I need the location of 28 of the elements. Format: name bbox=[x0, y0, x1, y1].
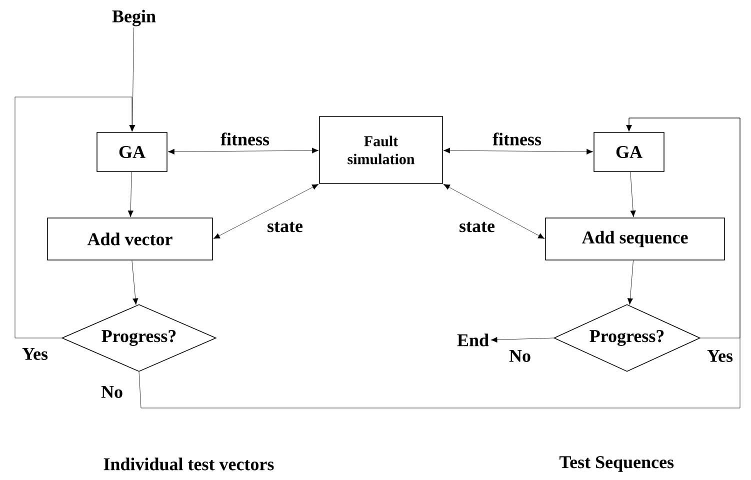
arrow bbox=[213, 184, 319, 239]
arrow bbox=[132, 260, 138, 305]
arrow bbox=[490, 336, 554, 343]
flow-terminal-text: Begin bbox=[112, 10, 156, 26]
edge-label: Yes bbox=[22, 348, 48, 360]
flow-terminal-text: End bbox=[457, 334, 489, 346]
process-box: Add sequence bbox=[545, 218, 725, 260]
caption-text: Individual test vectors bbox=[104, 458, 274, 470]
process-box: Fault simulation bbox=[319, 116, 443, 184]
edge-label: fitness bbox=[492, 132, 542, 146]
caption-text: Test Sequences bbox=[560, 456, 674, 472]
edge-label: No bbox=[509, 350, 530, 362]
edge-label: fitness bbox=[220, 132, 270, 146]
arrow bbox=[626, 118, 740, 338]
arrow bbox=[630, 172, 636, 218]
arrow bbox=[14, 96, 135, 338]
arrow bbox=[443, 184, 545, 239]
process-box: Add vector bbox=[47, 218, 213, 260]
edge-label: Yes bbox=[707, 350, 733, 362]
arrow bbox=[128, 172, 134, 218]
process-box: GA bbox=[594, 132, 664, 172]
arrow bbox=[443, 148, 594, 154]
edge-label: state bbox=[460, 222, 495, 232]
edge-label: state bbox=[268, 222, 303, 232]
edge-label: No bbox=[101, 386, 122, 398]
arrow bbox=[627, 260, 634, 305]
arrow bbox=[168, 148, 319, 154]
process-box: GA bbox=[96, 132, 168, 172]
